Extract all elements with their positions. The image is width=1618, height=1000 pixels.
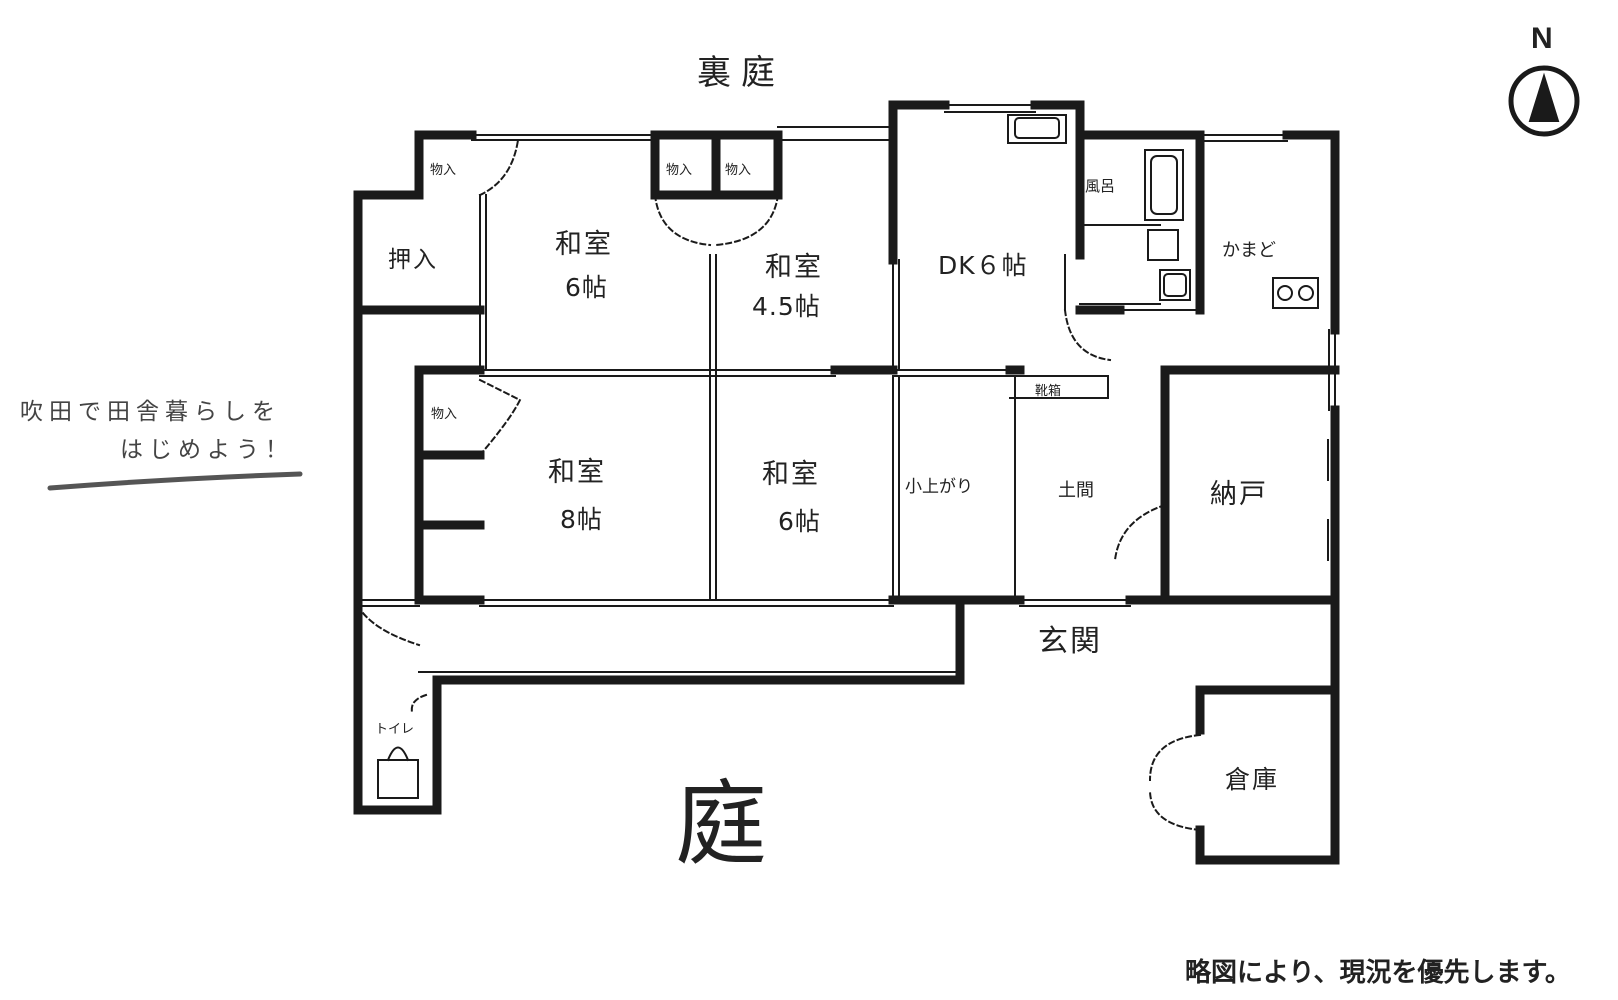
room-koagari: 小上がり (905, 477, 973, 497)
interior-partitions (357, 104, 1336, 799)
room-nando: 納戸 (1210, 479, 1268, 510)
closet-label-nw: 物入 (430, 163, 457, 178)
room-washitsu-n-size: 4.5帖 (752, 292, 821, 321)
room-washitsu-sw-size: 8帖 (560, 505, 603, 534)
room-kamado: かまど (1222, 240, 1276, 261)
room-washitsu-sw-name: 和室 (548, 457, 606, 488)
tagline-underline (47, 471, 303, 491)
entrance-label: 玄関 (1038, 624, 1102, 659)
tagline-line1: 吹田で田舎暮らしを (20, 399, 281, 425)
shoe-cabinet-label: 靴箱 (1035, 384, 1062, 399)
room-oshiire: 押入 (388, 247, 438, 273)
room-washitsu-s-size: 6帖 (778, 507, 821, 536)
room-washitsu-s-name: 和室 (762, 459, 820, 490)
closet-label-center-left: 物入 (666, 163, 693, 178)
compass-icon (1508, 65, 1580, 137)
room-souko: 倉庫 (1225, 765, 1280, 794)
closet-label-w: 物入 (431, 407, 458, 422)
exterior-walls (353, 100, 1340, 865)
footnote: 略図により、現況を優先します。 (1185, 957, 1571, 987)
north-label: N (1531, 22, 1553, 55)
back-garden-label: 裏庭 (697, 53, 785, 93)
room-washitsu-nw-size: 6帖 (565, 273, 608, 302)
door-swings (356, 138, 1202, 832)
room-washitsu-n-name: 和室 (765, 252, 823, 283)
front-garden-label: 庭 (675, 771, 768, 878)
room-toilet: トイレ (375, 722, 415, 737)
room-furo: 風呂 (1085, 177, 1116, 195)
room-washitsu-nw-name: 和室 (555, 229, 613, 260)
room-dk-name: DK６帖 (938, 251, 1028, 280)
tagline-line2: はじめよう！ (120, 437, 294, 463)
room-doma: 土間 (1058, 480, 1094, 501)
closet-label-center-right: 物入 (725, 163, 752, 178)
